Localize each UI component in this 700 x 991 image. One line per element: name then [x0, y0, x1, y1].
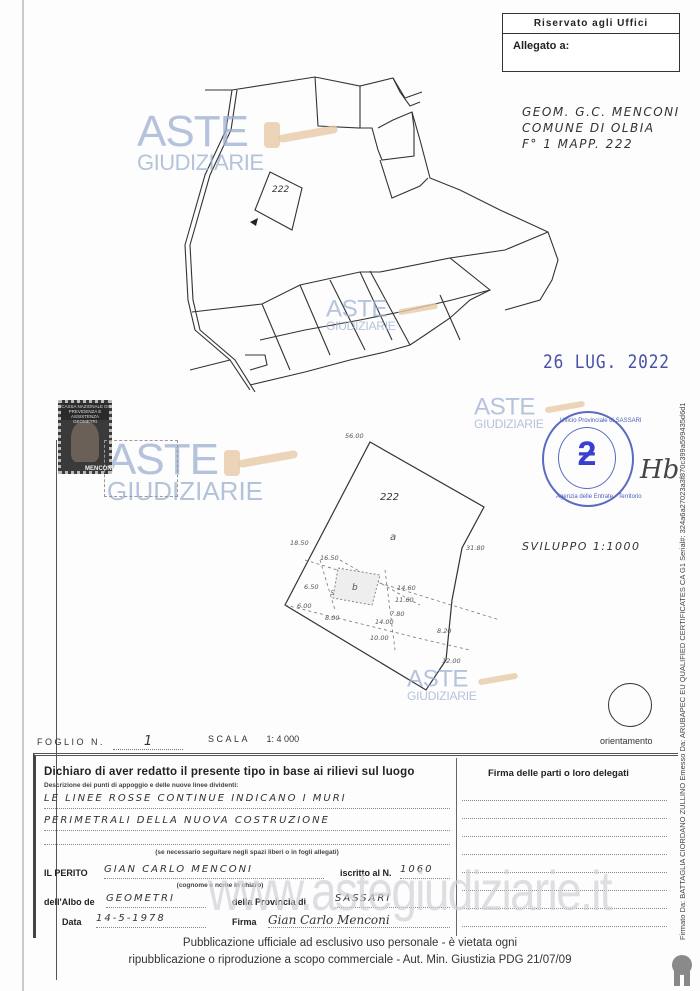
description-line-2: PERIMETRALI DELLA NUOVA COSTRUZIONE — [44, 815, 450, 831]
svg-text:56.00: 56.00 — [345, 432, 364, 440]
parcel-222-label-top: 222 — [272, 185, 289, 195]
description-line-3 — [44, 838, 450, 845]
watermark-aste-5: ASTE GIUDIZIARIE — [407, 665, 477, 703]
svg-text:12.00: 12.00 — [442, 657, 461, 665]
perito-value: GIAN CARLO MENCONI — [104, 864, 324, 879]
agenzia-logo-icon: ƻ — [577, 435, 597, 473]
office-seal — [542, 411, 634, 507]
declaration-form — [33, 753, 678, 938]
svg-text:31.80: 31.80 — [466, 544, 485, 552]
sviluppo-scale: SVILUPPO 1:1000 — [522, 540, 641, 553]
official-signature: Hb — [640, 455, 680, 485]
subparcel-b-label: b — [352, 583, 358, 593]
albo-label: dell'Albo de — [44, 897, 95, 907]
foglio-value: 1 — [113, 734, 184, 750]
signature-line — [462, 836, 667, 837]
signature-line — [462, 908, 667, 909]
publication-footer: Pubblicazione ufficiale ad esclusivo uso… — [0, 935, 700, 969]
orientation-circle — [608, 683, 652, 727]
scala-value: 1: 4 000 — [266, 734, 300, 744]
watermark-aste-1: ASTE GIUDIZIARIE — [137, 107, 264, 175]
signature-line — [462, 890, 667, 891]
signature-line — [462, 926, 667, 927]
svg-text:7.80: 7.80 — [390, 610, 404, 618]
surveyor-name: GEOM. G.C. MENCONI — [522, 105, 680, 119]
data-value: 14-5-1978 — [96, 913, 206, 928]
reserved-offices-box: Riservato agli Uffici Allegato a: — [502, 13, 680, 72]
digital-signature-band: Firmato Da: BATTAGLIA CIORDANO ZULLINO E… — [678, 380, 698, 940]
allegato-label: Allegato a: — [513, 40, 570, 52]
footer-line-1: Pubblicazione ufficiale ad esclusivo uso… — [182, 937, 518, 949]
declaration-title: Dichiaro di aver redatto il presente tip… — [44, 766, 415, 778]
cadastral-map: 222 56.00 31.80 18.50 16.50 6.50 5.50 14… — [184, 76, 559, 691]
seal-text-bottom: Agenzia delle Entrate - Territorio — [556, 494, 642, 500]
description-line-1: LE LINEE ROSSE CONTINUE INDICANO I MURI — [44, 793, 450, 809]
svg-text:16.50: 16.50 — [320, 554, 339, 562]
receipt-date-stamp: 26 LUG. 2022 — [543, 351, 670, 373]
svg-text:8.00: 8.00 — [325, 614, 339, 622]
svg-text:10.00: 10.00 — [370, 634, 389, 642]
reserved-header: Riservato agli Uffici — [503, 14, 679, 34]
scala-label: SCALA — [208, 734, 250, 744]
gavel-icon — [264, 122, 280, 148]
portrait-icon — [71, 422, 99, 462]
svg-text:14.00: 14.00 — [375, 618, 394, 626]
signature-line — [462, 800, 667, 801]
signatures-title: Firma delle parti o loro delegati — [488, 768, 629, 779]
form-margin-line — [56, 440, 57, 980]
provincia-value: SASSARI — [335, 893, 450, 908]
stamp-title: CASSA NAZIONALE DI PREVIDENZA E ASSISTEN… — [61, 403, 109, 424]
watermark-site: www.astegiudiziarie.it — [208, 859, 613, 922]
signature-line — [462, 818, 667, 819]
gavel-icon — [224, 450, 240, 476]
svg-text:6.50: 6.50 — [304, 583, 318, 591]
perito-label: IL PERITO — [44, 868, 88, 878]
north-arrow-icon — [250, 218, 258, 226]
albo-value: GEOMETRI — [106, 893, 206, 908]
foglio-mappale: F° 1 MAPP. 222 — [522, 137, 634, 151]
iscritto-value: 1060 — [400, 864, 450, 879]
surveyor-note: GEOM. G.C. MENCONI COMUNE DI OLBIA F° 1 … — [522, 104, 680, 152]
footer-line-2: ripubblicazione o riproduzione a scopo c… — [128, 954, 572, 966]
foglio-label: FOGLIO N. — [37, 737, 106, 747]
page-fold-line — [22, 0, 24, 991]
watermark-aste-4: ASTE GIUDIZIARIE — [107, 435, 264, 506]
signature-line — [462, 854, 667, 855]
svg-text:8.20: 8.20 — [437, 627, 451, 635]
iscritto-label: iscritto al N. — [340, 868, 392, 878]
svg-text:14.60: 14.60 — [397, 584, 416, 592]
orientamento-label: orientamento — [600, 736, 653, 746]
svg-text:11.60: 11.60 — [395, 596, 414, 604]
stamp-overprint: MENCONI — [85, 466, 114, 472]
seal-text-top: Ufficio Provinciale di SASSARI — [560, 418, 642, 424]
watermark-aste-2: ASTE GIUDIZIARIE — [326, 295, 396, 333]
parcel-222-label-detail: 222 — [380, 492, 399, 503]
svg-text:18.50: 18.50 — [290, 539, 309, 547]
watermark-aste-3: ASTE GIUDIZIARIE — [474, 393, 544, 431]
comune: COMUNE DI OLBIA — [522, 121, 655, 135]
declaration-subtitle: Descrizione dei punti di appoggio e dell… — [44, 782, 239, 789]
svg-text:6.00: 6.00 — [297, 602, 311, 610]
digital-signature-text: Firmato Da: BATTAGLIA CIORDANO ZULLINO E… — [678, 402, 687, 940]
cassa-geometri-stamp: CASSA NAZIONALE DI PREVIDENZA E ASSISTEN… — [58, 400, 112, 474]
perito-signature: Gian Carlo Menconi — [268, 913, 450, 928]
subparcel-a-label: a — [390, 532, 396, 543]
provincia-label: della Provincia di — [232, 897, 307, 907]
continuation-note: (se necessario seguitare negli spazi lib… — [155, 849, 339, 856]
foglio-field: FOGLIO N. 1 — [37, 734, 191, 750]
scala-field: SCALA 1: 4 000 — [208, 734, 299, 744]
signature-line — [462, 872, 667, 873]
cancellation-stamp — [104, 440, 178, 497]
data-label: Data — [62, 917, 82, 927]
name-hint: (cognome e nome in chiaro) — [176, 882, 264, 889]
firma-label: Firma — [232, 917, 257, 927]
declaration-panel — [36, 758, 457, 936]
